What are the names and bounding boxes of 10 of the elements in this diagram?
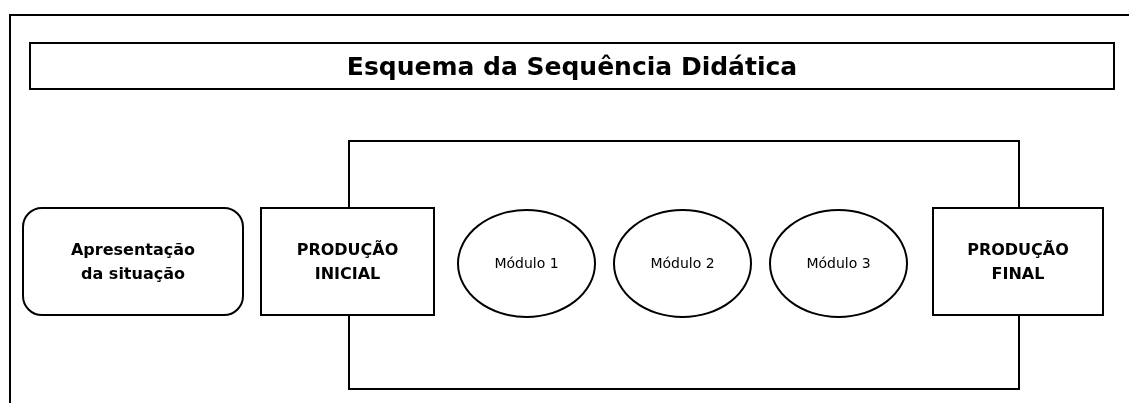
node-label: Módulo 1 (493, 254, 560, 274)
process-box (932, 207, 1104, 316)
node-label: Módulo 3 (805, 254, 872, 274)
title: Esquema da Sequência Didática (346, 51, 798, 81)
node-label: PRODUÇÃO FINAL (966, 239, 1070, 285)
node-label: Módulo 2 (649, 254, 716, 274)
node-label: Apresentação da situação (69, 239, 197, 285)
process-box (260, 207, 435, 316)
rounded-box (22, 207, 244, 316)
node-label: PRODUÇÃO INICIAL (295, 239, 400, 285)
